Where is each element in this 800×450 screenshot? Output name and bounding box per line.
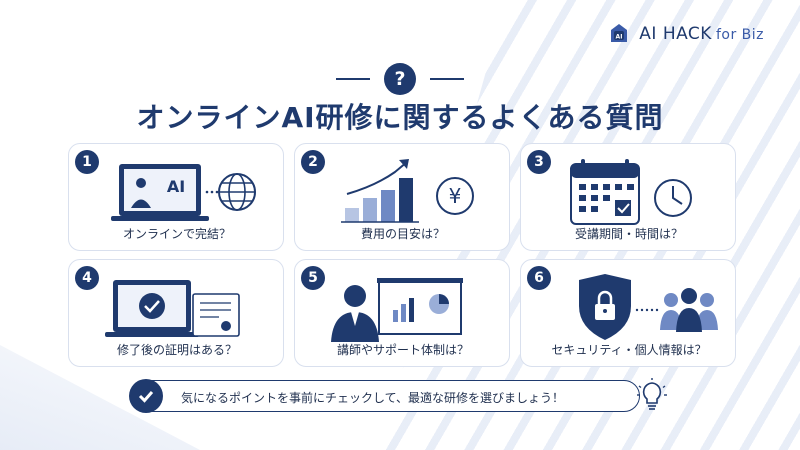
card-label: 講師やサポート体制は？ bbox=[336, 343, 469, 357]
page-title: オンラインAI研修に関するよくある質問 bbox=[136, 101, 664, 134]
bar-chart-yen-icon: ¥ bbox=[341, 159, 474, 223]
card-label: 費用の目安は？ bbox=[360, 227, 445, 241]
screen-ai-text: AI bbox=[167, 177, 185, 196]
instructor-presentation-icon bbox=[331, 278, 463, 342]
divider-left bbox=[336, 78, 370, 80]
question-mark-icon: ? bbox=[384, 63, 416, 95]
card-number: 4 bbox=[75, 266, 99, 290]
card-number: 6 bbox=[527, 266, 551, 290]
card-number: 1 bbox=[75, 150, 99, 174]
logo-name: AI HACK bbox=[639, 24, 712, 44]
card-number: 5 bbox=[301, 266, 325, 290]
divider-right bbox=[430, 78, 464, 80]
lightbulb-icon bbox=[637, 378, 667, 410]
svg-text:AI: AI bbox=[616, 34, 623, 41]
card-label: 受講期間・時間は？ bbox=[574, 227, 683, 241]
faq-card-cost[interactable]: 2 ¥ 費用の目安は？ bbox=[294, 143, 510, 251]
faq-card-certificate[interactable]: 4 修了後の証明はある？ bbox=[68, 259, 284, 367]
logo-suffix: for Biz bbox=[715, 27, 764, 43]
card-number: 2 bbox=[301, 150, 325, 174]
question-header: ? bbox=[0, 63, 800, 95]
faq-card-support[interactable]: 5 講師やサポート体制は？ bbox=[294, 259, 510, 367]
check-icon bbox=[129, 379, 163, 413]
faq-card-period[interactable]: 3 受講期間・時間は？ bbox=[520, 143, 736, 251]
card-label: 修了後の証明はある？ bbox=[116, 343, 237, 357]
faq-card-online[interactable]: 1 AI オンラインで完結？ bbox=[68, 143, 284, 251]
laptop-ai-globe-icon: AI bbox=[111, 164, 256, 221]
calendar-clock-icon bbox=[570, 159, 692, 225]
banner-text: 気になるポイントを事前にチェックして、最適な研修を選びましょう！ bbox=[181, 391, 565, 405]
tip-banner: 気になるポイントを事前にチェックして、最適な研修を選びましょう！ bbox=[129, 379, 640, 413]
yen-symbol: ¥ bbox=[449, 184, 462, 208]
shield-lock-people-icon bbox=[579, 274, 718, 340]
card-number: 3 bbox=[527, 150, 551, 174]
card-label: セキュリティ・個人情報は？ bbox=[551, 343, 707, 357]
laptop-check-certificate-icon bbox=[105, 280, 240, 337]
hacker-hood-icon: AI bbox=[611, 24, 628, 42]
faq-card-security[interactable]: 6 セキュリティ・個人情報は？ bbox=[520, 259, 736, 367]
card-label: オンラインで完結？ bbox=[122, 227, 231, 241]
